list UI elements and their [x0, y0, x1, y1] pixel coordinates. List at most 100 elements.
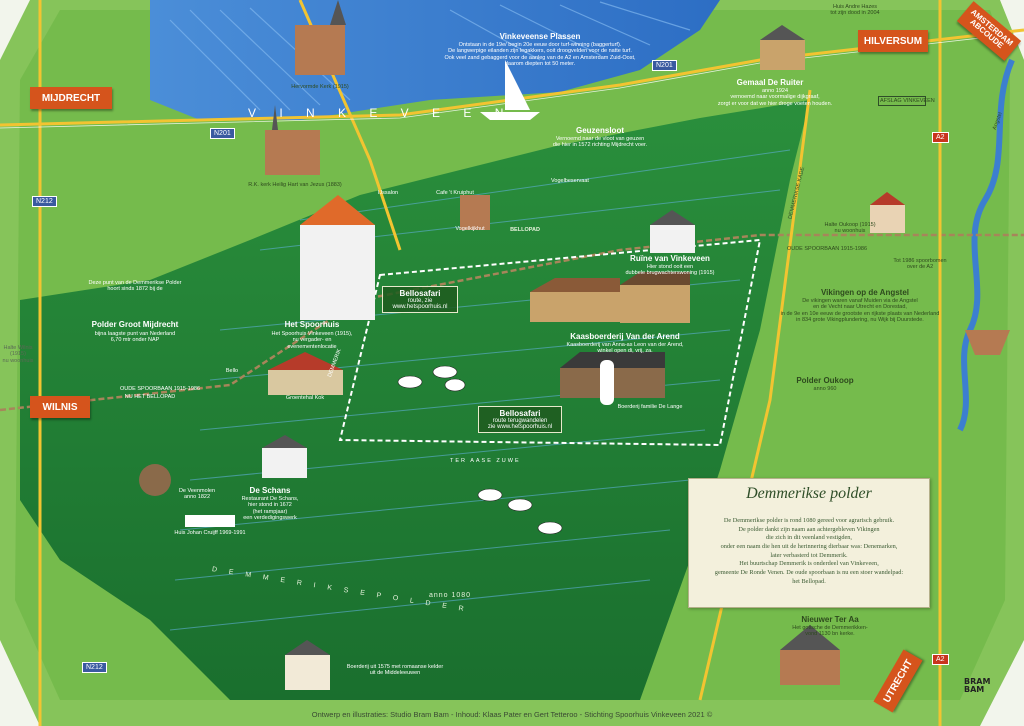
vikingen-body: De vikingen waren vanaf Muiden via de An…: [760, 298, 960, 323]
geuzensloot-body: Vernoemd naar de vloot van geuzen die hi…: [530, 136, 670, 149]
ds-line-1: Restaurant De Schans,: [241, 496, 299, 502]
vk-line-3: in de 9e en 10e eeuw de grootste en rijk…: [780, 310, 940, 317]
ah-line-1: Huis Andre Hazes: [832, 4, 878, 10]
road-n201-left: N201: [210, 128, 235, 139]
bellosafari-route: [338, 238, 762, 447]
oude-spoorbaan-left: OUDE SPOORBAAN 1915-1986: [119, 386, 201, 392]
spoorhuis-line-3: evenementenlocatie: [287, 343, 337, 350]
ter-aase-zuwe: TER AASE ZUWE: [450, 458, 521, 464]
bellosafari-2-title: Bellosafari: [499, 409, 541, 418]
ruine-body: Hier stond ooit een dubbele brugwachters…: [610, 264, 730, 277]
vm-line-2: anno 1822: [184, 494, 210, 501]
geuzensloot-line-1: Vernoemd naar de vloot van geuzen: [555, 136, 645, 142]
nta-line-1: Het gotische de Demmerikken-: [792, 625, 868, 631]
sa2-line-2: over de A2: [906, 264, 934, 271]
vikingen-title: Vikingen op de Angstel: [820, 288, 909, 297]
de-schans-title: De Schans: [249, 486, 291, 495]
bellosafari-1-line-2: www.hetspoorhuis.nl: [392, 304, 448, 310]
spoorhuis-title: Het Spoorhuis: [284, 320, 340, 329]
boerderij-lange-label: Boerderij familie De Lange: [617, 404, 683, 410]
halte-wilnis: Halte Wilnis (1915) nu woonhuis: [0, 345, 36, 364]
bellosafari-2-line-2: zie www.hetspoorhuis.nl: [487, 424, 553, 430]
bellopad-track: [0, 233, 1024, 412]
cows: [397, 365, 563, 535]
halte-oukoop: Halte Oukoop (1915) nu woonhuis: [820, 222, 880, 235]
gemaal-title: Gemaal De Ruiter: [736, 78, 804, 87]
river-angstel: [957, 58, 1015, 432]
road-a2-top: A2: [932, 132, 949, 143]
area-label-vinkeveen: V I N K E V E E N: [248, 106, 514, 120]
vinkeveense-plassen-title: Vinkeveense Plassen: [499, 32, 581, 41]
sign-mijdrecht: MIJDRECHT: [30, 87, 112, 109]
kaas-line-1: Kaasboerderij van Anna-as Leon van der A…: [566, 342, 684, 348]
groentehal-label: Groentehal Kok: [285, 395, 325, 401]
polder-groot-title: Polder Groot Mijdrecht: [91, 320, 179, 329]
ho-line-1: Halte Oukoop (1915): [824, 222, 876, 228]
ds-line-4: een verdedigingswerk: [243, 514, 297, 521]
kaas-line-2: winkel open di, vrij, za.: [597, 348, 653, 355]
hw-line-3: nu woonhuis: [2, 357, 34, 364]
vogelbeservaat-label: Vogelbeservaat: [551, 178, 589, 184]
intro-line-3: die zich in dit veenland vestigden,: [765, 534, 853, 542]
bellosafari-1-title: Bellosafari: [399, 289, 441, 298]
pgm-line-4: 6,70 mtr onder NAP: [110, 337, 160, 344]
pgm-line-3: bijna laagste punt van Nederland: [94, 331, 176, 337]
gemaal-body: anno 1924 vernoemd naar voormalige dijkg…: [690, 88, 860, 107]
de-schans-body: Restaurant De Schans, hier stond in 1672…: [230, 496, 310, 521]
ruine-title: Ruïne van Vinkeveen: [630, 254, 710, 263]
credits: Ontwerp en illustraties: Studio Bram Bam…: [311, 710, 713, 719]
intro-line-8: het Bellopad.: [792, 577, 826, 585]
vm-line-1: De Veenmolen: [178, 488, 216, 494]
boerderij-1575: Boerderij uit 1575 met romaanse kelder u…: [330, 664, 460, 677]
geuzensloot-line-2: die hier in 1572 richting Mijdrecht voer…: [552, 142, 648, 149]
sign-wilnis: WILNIS: [30, 396, 90, 418]
ds-line-3: (het rampjaar): [252, 508, 288, 515]
huis-cruijff-label: Huis Johan Cruijff 1969-1991: [174, 530, 246, 536]
lake-vinkeveense-plassen: [150, 0, 720, 120]
vp-line-2: De langwerpige eilanden zijn legakkers, …: [448, 48, 632, 55]
bellosafari-2-line-1: route terugwandelen: [492, 418, 548, 424]
hervormde-kerk-label: Hervormde Kerk (1915): [291, 84, 349, 90]
polder-oukoop-body: anno 960: [813, 386, 837, 392]
intro-line-6: Het buurtschap Demmerik is onderdeel van…: [739, 560, 879, 568]
b1575-line-2: uit de Middeleeuwen: [369, 670, 421, 677]
sa2-line-1: Tot 1986 spoorbomen: [893, 258, 947, 264]
kaas-body: Kaasboerderij van Anna-as Leon van der A…: [560, 342, 690, 355]
bello-label: Bello: [225, 368, 239, 374]
anno-1080: anno 1080: [428, 592, 472, 599]
vp-line-3: Ook veel zand gebaggerd voor de aanleg v…: [444, 54, 636, 61]
ruine-line-1: Hier stond ooit een: [646, 264, 694, 270]
polder-groot-body: bijna laagste punt van Nederland 6,70 mt…: [80, 331, 190, 344]
intro-line-5: later verbasterd tot Demmerik.: [770, 551, 848, 559]
geuzensloot-title: Geuzensloot: [575, 126, 624, 135]
polder-oukoop-title: Polder Oukoop: [796, 376, 854, 385]
bram-bam-logo: BRAM BAM: [964, 677, 991, 694]
nieuwer-ter-aa-title: Nieuwer Ter Aa: [801, 615, 859, 624]
rk-kerk-label: R.K. kerk Heilig Hart van Jezus (1883): [248, 182, 342, 188]
polder-groot-intro: Deze punt van de Demmerikse Polder hoort…: [80, 280, 190, 293]
nu-het-bellopad: NU HET BELLOPAD: [124, 394, 176, 400]
intro-line-1: De Demmerikse polder is rond 1080 gereed…: [723, 517, 895, 524]
vk-line-4: in 834 grote Vikingplundering, nu Wijk b…: [796, 316, 924, 323]
road-a2-bottom: A2: [932, 654, 949, 665]
bellosafari-box-2: Bellosafari route terugwandelen zie www.…: [478, 406, 562, 433]
gemaal-line-3: zorgt er voor dat we hier droge voeten h…: [717, 100, 833, 107]
vk-line-1: De vikingen waren vanaf Muiden via de An…: [802, 298, 918, 304]
bellopad-label: BELLOPAD: [510, 227, 540, 233]
pgm-line-1: Deze punt van de Demmerikse Polder: [88, 280, 182, 286]
road-n212-top: N212: [32, 196, 57, 207]
huis-andre-hazes: Huis Andre Hazes tot zijn dood in 2004: [810, 4, 900, 17]
spoorhuis-line-2: nu vergader- en: [292, 337, 332, 344]
hw-line-1: Halte Wilnis: [3, 345, 33, 351]
sign-hilversum: HILVERSUM: [858, 30, 928, 52]
map-title: Demmerikse polder: [746, 485, 872, 502]
vinkeveense-plassen-body: Ontstaan in de 19e/ begin 20e eeuw door …: [430, 42, 650, 67]
intro-line-4: onder een naam die hen uit de herinnerin…: [720, 543, 898, 551]
bellosafari-1-line-1: route, zie: [407, 298, 433, 304]
vp-line-1: Ontstaan in de 19e/ begin 20e eeuw door …: [458, 42, 622, 48]
intro-line-2: De polder dankt zijn naam aan achtergebl…: [738, 525, 880, 533]
ruine-line-2: dubbele brugwachterswoning (1915): [625, 270, 715, 277]
road-n212-bottom: N212: [82, 662, 107, 673]
veenmolen: De Veenmolen anno 1822: [172, 488, 222, 501]
